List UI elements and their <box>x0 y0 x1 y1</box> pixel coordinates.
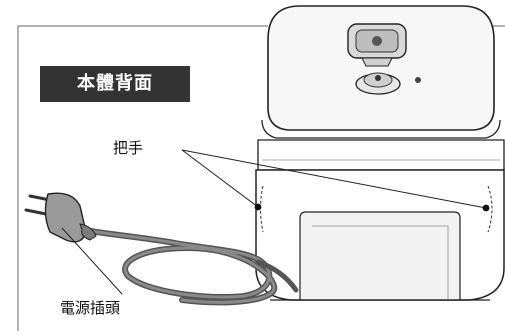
pressure-valve <box>355 72 421 95</box>
appliance-body <box>255 5 505 301</box>
right-handle-recess <box>487 185 493 233</box>
indicator-dot <box>415 77 421 83</box>
power-plug <box>24 192 97 243</box>
leader-lines <box>61 149 490 295</box>
power-cord <box>81 227 299 306</box>
panel-frame <box>17 25 268 331</box>
steam-vent-knob <box>347 23 407 67</box>
diagram-title: 本體背面 <box>40 66 190 102</box>
right-handle-marker <box>482 204 490 212</box>
power-plug-callout: 電源插頭 <box>60 299 121 317</box>
left-handle-marker <box>254 203 262 211</box>
handle-callout: 把手 <box>113 139 144 157</box>
